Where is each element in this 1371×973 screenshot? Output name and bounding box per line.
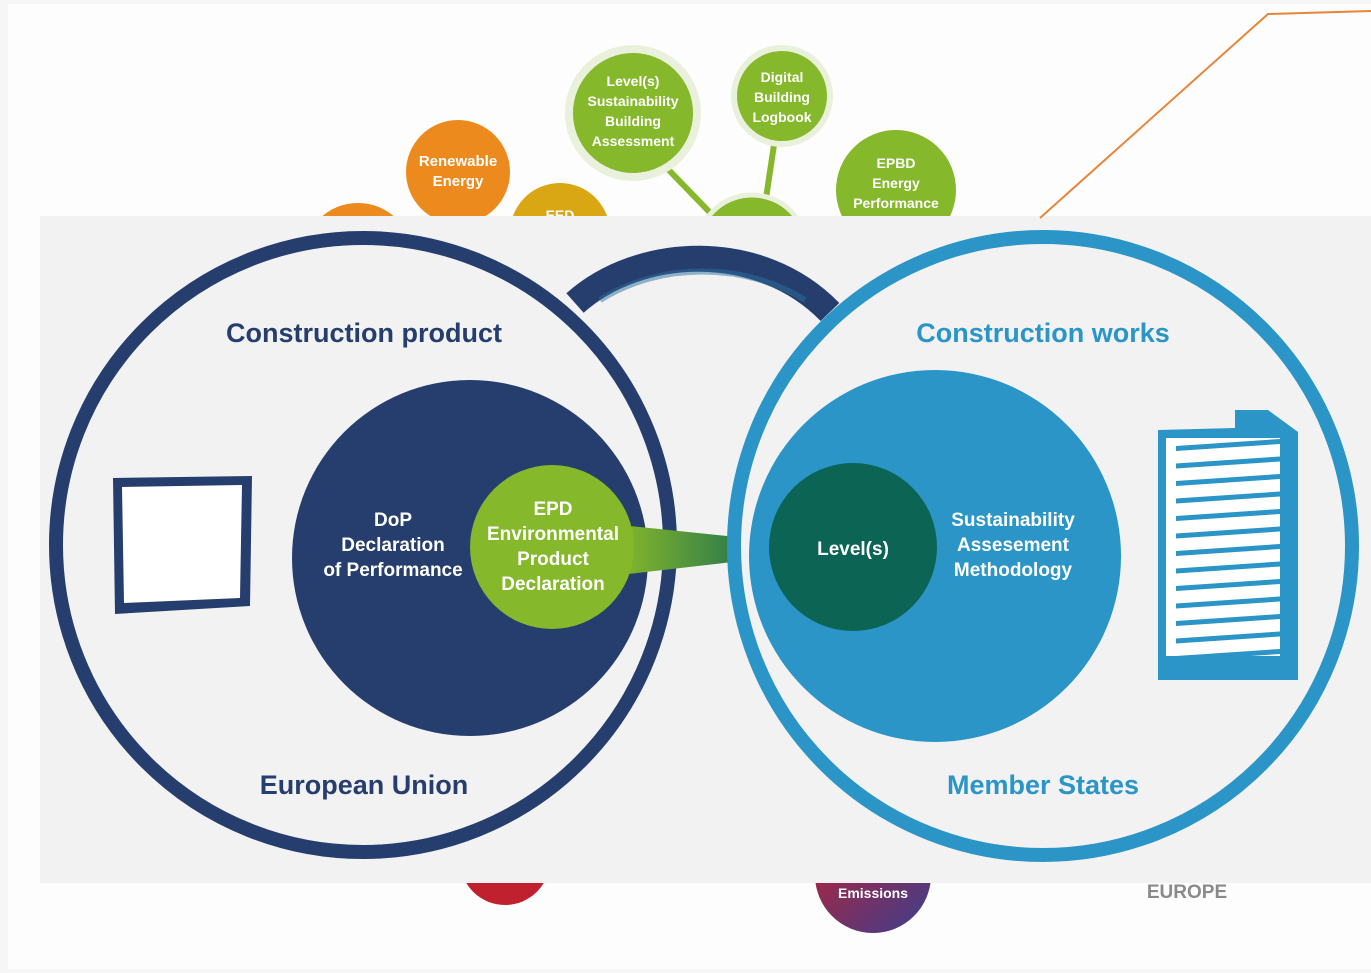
building-stripe — [1176, 491, 1280, 504]
connector-arc — [566, 245, 840, 322]
emissions-label: Emissions — [838, 885, 908, 901]
epd-label-4: Declaration — [501, 574, 604, 595]
digital-logbook-bubble — [731, 45, 833, 147]
epbd-label-2: Energy — [872, 175, 920, 191]
levels-sba-label-3: Building — [605, 113, 661, 129]
building-base — [1166, 656, 1280, 674]
europe-label: EUROPE — [1147, 882, 1227, 903]
emissions-bubble — [815, 883, 931, 933]
building-stripe — [1176, 579, 1280, 591]
building-stripe — [1176, 474, 1280, 486]
orange-bubble-left — [322, 203, 394, 216]
epd-levels-connector — [620, 525, 785, 575]
building-stripe — [1176, 631, 1280, 644]
connector-arc-shade — [598, 268, 807, 303]
central-hub-bubble — [705, 192, 799, 216]
product-square-icon — [113, 476, 252, 614]
building-stripe — [1176, 509, 1280, 521]
building-stripe — [1176, 596, 1280, 609]
epd-label-3: Product — [517, 549, 589, 570]
logbook-label-3: Logbook — [752, 109, 811, 125]
renewable-energy-bubble — [406, 120, 510, 216]
epbd-bubble — [836, 130, 956, 216]
construction-product-title: Construction product — [226, 318, 502, 348]
levels-sba-label-4: Assessment — [592, 133, 675, 149]
building-stripe — [1176, 561, 1280, 574]
building-stripe — [1176, 456, 1280, 469]
epd-label-2: Environmental — [487, 524, 619, 545]
epbd-label-3: Performance — [853, 195, 939, 211]
building-stripe — [1176, 544, 1280, 556]
background-bubbles-bottom: Emissions — [466, 883, 931, 933]
levels-sba-label-2: Sustainability — [587, 93, 678, 109]
dop-label-1: DoP — [374, 510, 412, 531]
levels-circle — [769, 463, 937, 631]
method-label-1: Sustainability — [951, 510, 1075, 531]
levels-sba-bubble — [565, 45, 701, 181]
construction-works-title: Construction works — [916, 318, 1170, 348]
building-icon — [1158, 410, 1298, 680]
renewable-label-1: Renewable — [419, 153, 497, 170]
method-label-3: Methodology — [954, 560, 1073, 581]
red-bubble-bottom — [466, 883, 544, 905]
dop-label-3: of Performance — [323, 560, 462, 581]
epd-label-1: EPD — [533, 499, 572, 520]
eed-label: EED — [546, 207, 575, 223]
levels-sba-label-1: Level(s) — [607, 73, 660, 89]
method-label-2: Assesement — [957, 535, 1070, 556]
dop-label-2: Declaration — [341, 535, 444, 556]
member-states-title: Member States — [947, 770, 1139, 800]
leader-line — [1039, 10, 1371, 219]
epbd-label-1: EPBD — [877, 155, 916, 171]
logbook-label-1: Digital — [761, 69, 804, 85]
building-stripe — [1176, 526, 1280, 539]
logbook-label-2: Building — [754, 89, 810, 105]
epd-circle — [470, 465, 634, 629]
levels-label: Level(s) — [817, 539, 889, 560]
background-bubbles-top: EED Renewable Energy Level(s) Sustainabi… — [322, 45, 956, 223]
eed-bubble — [512, 183, 608, 216]
renewable-label-2: Energy — [433, 173, 485, 190]
european-union-title: European Union — [260, 770, 469, 800]
building-stripe — [1176, 439, 1280, 451]
building-stripe — [1176, 614, 1280, 626]
